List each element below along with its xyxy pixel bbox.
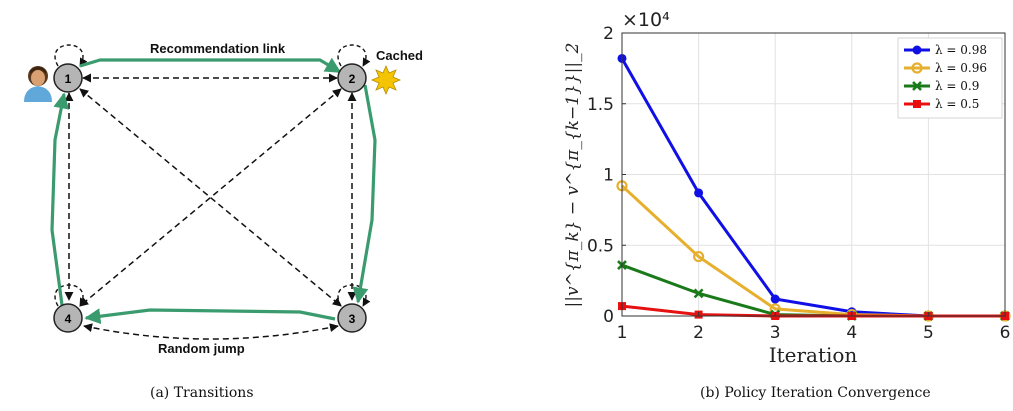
x-tick-label: 5 [923,323,934,343]
svg-text:4: 4 [65,312,72,326]
node-2: 2 [337,63,367,93]
data-point [770,294,780,304]
y-tick-label: 2 [603,24,614,44]
rec-edge-3-4 [84,308,336,325]
data-point [693,288,704,299]
y-multiplier: ×10⁴ [622,9,670,31]
data-point [1000,311,1010,321]
data-point [692,250,705,263]
data-point [617,53,627,63]
svg-text:3: 3 [349,312,356,326]
series-line-1 [620,184,1005,318]
y-tick-label: 0 [603,307,614,327]
data-point [769,303,781,315]
data-point [847,312,856,320]
legend-label: λ = 0.98 [935,43,987,57]
rec-edge-2-3 [352,84,377,304]
x-tick-label: 6 [1000,323,1011,343]
self-loop-2 [337,44,371,67]
x-axis-label: Iteration [769,343,858,367]
legend-label: λ = 0.96 [935,61,987,75]
y-axis-label: ||v^{π_k} − v^{π_{k−1}}||_2 [563,43,583,308]
label-cached: Cached [376,48,423,63]
legend: λ = 0.98 λ = 0.96 λ = 0.9 λ = 0.5 [897,37,1003,119]
node-3: 3 [337,303,367,333]
series-line-3 [621,304,1005,318]
data-point [923,311,933,321]
star-icon [370,64,402,96]
data-point [694,188,704,198]
data-point [771,312,780,320]
svg-text:2: 2 [349,72,356,86]
legend-label: λ = 0.9 [935,79,979,93]
data-point [924,312,933,320]
x-tick-label: 4 [846,323,857,343]
plot-grid [621,32,1006,317]
data-point [770,309,781,320]
data-point [846,311,857,321]
plot-series [616,53,1011,322]
data-point [1001,312,1009,320]
legend-marker [912,45,922,55]
transitions-diagram: 1 2 3 4 Recommendation link Cached Rando… [24,41,423,356]
data-point [922,310,935,322]
x-axis-ticks: 1 2 3 4 5 6 [617,312,1011,343]
self-loop-4 [54,284,88,307]
y-tick-label: 1.5 [587,95,614,115]
data-point [616,180,628,192]
legend-marker [912,81,922,91]
data-point [847,307,857,317]
series-line-0 [620,57,1005,318]
y-tick-label: 1 [603,166,614,186]
node-4: 4 [53,303,83,333]
self-loop-1 [54,44,88,67]
legend-label: λ = 0.5 [935,97,979,111]
label-random-jump: Random jump [158,341,245,356]
user-avatar-icon [24,66,52,102]
x-tick-label: 2 [693,323,704,343]
random-jump-edges [64,73,357,340]
caption-a: (a) Transitions [150,385,254,401]
data-point [923,311,934,321]
data-point [1000,311,1010,321]
svg-text:1: 1 [65,72,72,86]
legend-marker [911,62,923,74]
data-point [694,310,703,319]
edge-2-4 [79,88,342,307]
y-tick-label: 0.5 [587,236,614,256]
data-point [617,260,627,270]
self-loops [54,44,371,307]
y-axis-ticks: 0 0.5 1 1.5 2 [587,24,626,327]
edge-3-4-random [83,323,339,340]
node-1: 1 [53,63,83,93]
plot-frame [621,32,1006,317]
rec-edge-1-2 [79,57,342,74]
rec-edge-4-1 [50,92,70,306]
recommendation-edges [50,57,377,325]
series-line-2 [621,263,1005,318]
data-point [846,308,858,321]
x-tick-label: 3 [770,323,781,343]
label-recommendation-link: Recommendation link [150,41,286,56]
legend-marker [913,100,921,108]
data-point [999,310,1011,322]
x-tick-label: 1 [617,323,628,343]
data-point [618,302,626,311]
caption-b: (b) Policy Iteration Convergence [700,385,931,401]
